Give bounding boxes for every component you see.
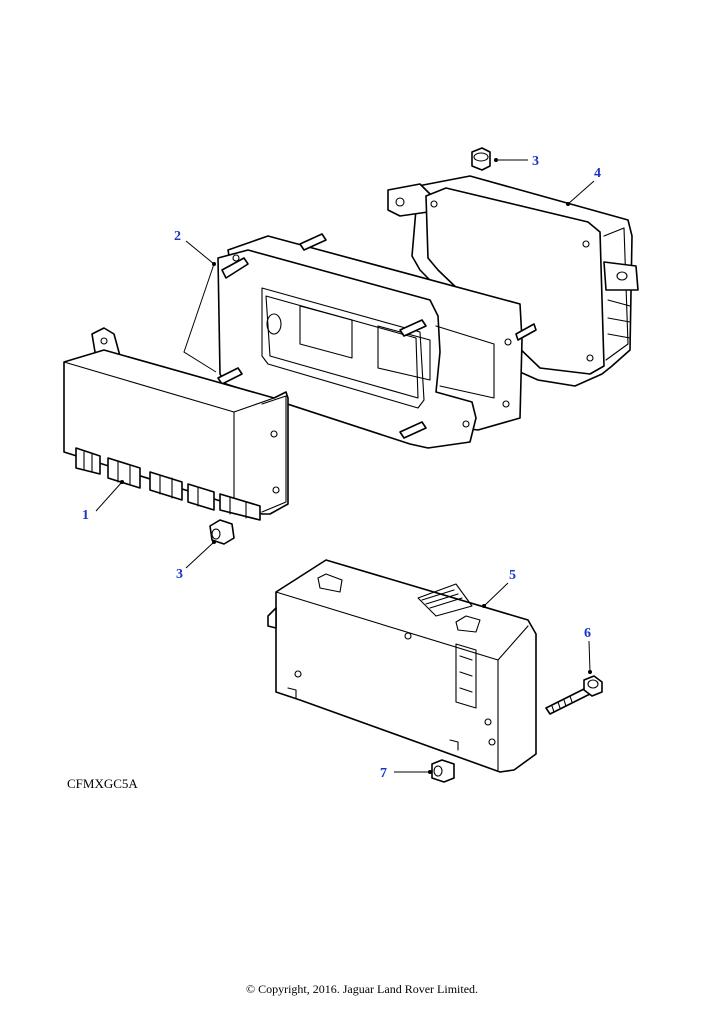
callout-5: 5	[509, 568, 516, 583]
callout-6: 6	[584, 626, 591, 641]
part-1-electronic-module	[63, 327, 289, 521]
part-3-nut-upper	[471, 147, 491, 171]
callout-4: 4	[594, 166, 601, 181]
part-3-nut-lower	[209, 519, 235, 545]
leader-lines	[95, 158, 595, 774]
callout-3-lower: 3	[176, 567, 183, 582]
part-4-control-module-housing	[387, 175, 639, 387]
callout-1: 1	[82, 508, 89, 523]
part-7-nut	[431, 759, 455, 783]
callout-7: 7	[380, 766, 387, 781]
copyright-notice: © Copyright, 2016. Jaguar Land Rover Lim…	[245, 982, 479, 996]
part-6-bolt	[545, 675, 603, 715]
part-5-module	[267, 559, 537, 773]
callout-2: 2	[174, 229, 181, 244]
diagram-code: CFMXGC5A	[67, 776, 138, 791]
callout-3-upper: 3	[532, 154, 539, 169]
